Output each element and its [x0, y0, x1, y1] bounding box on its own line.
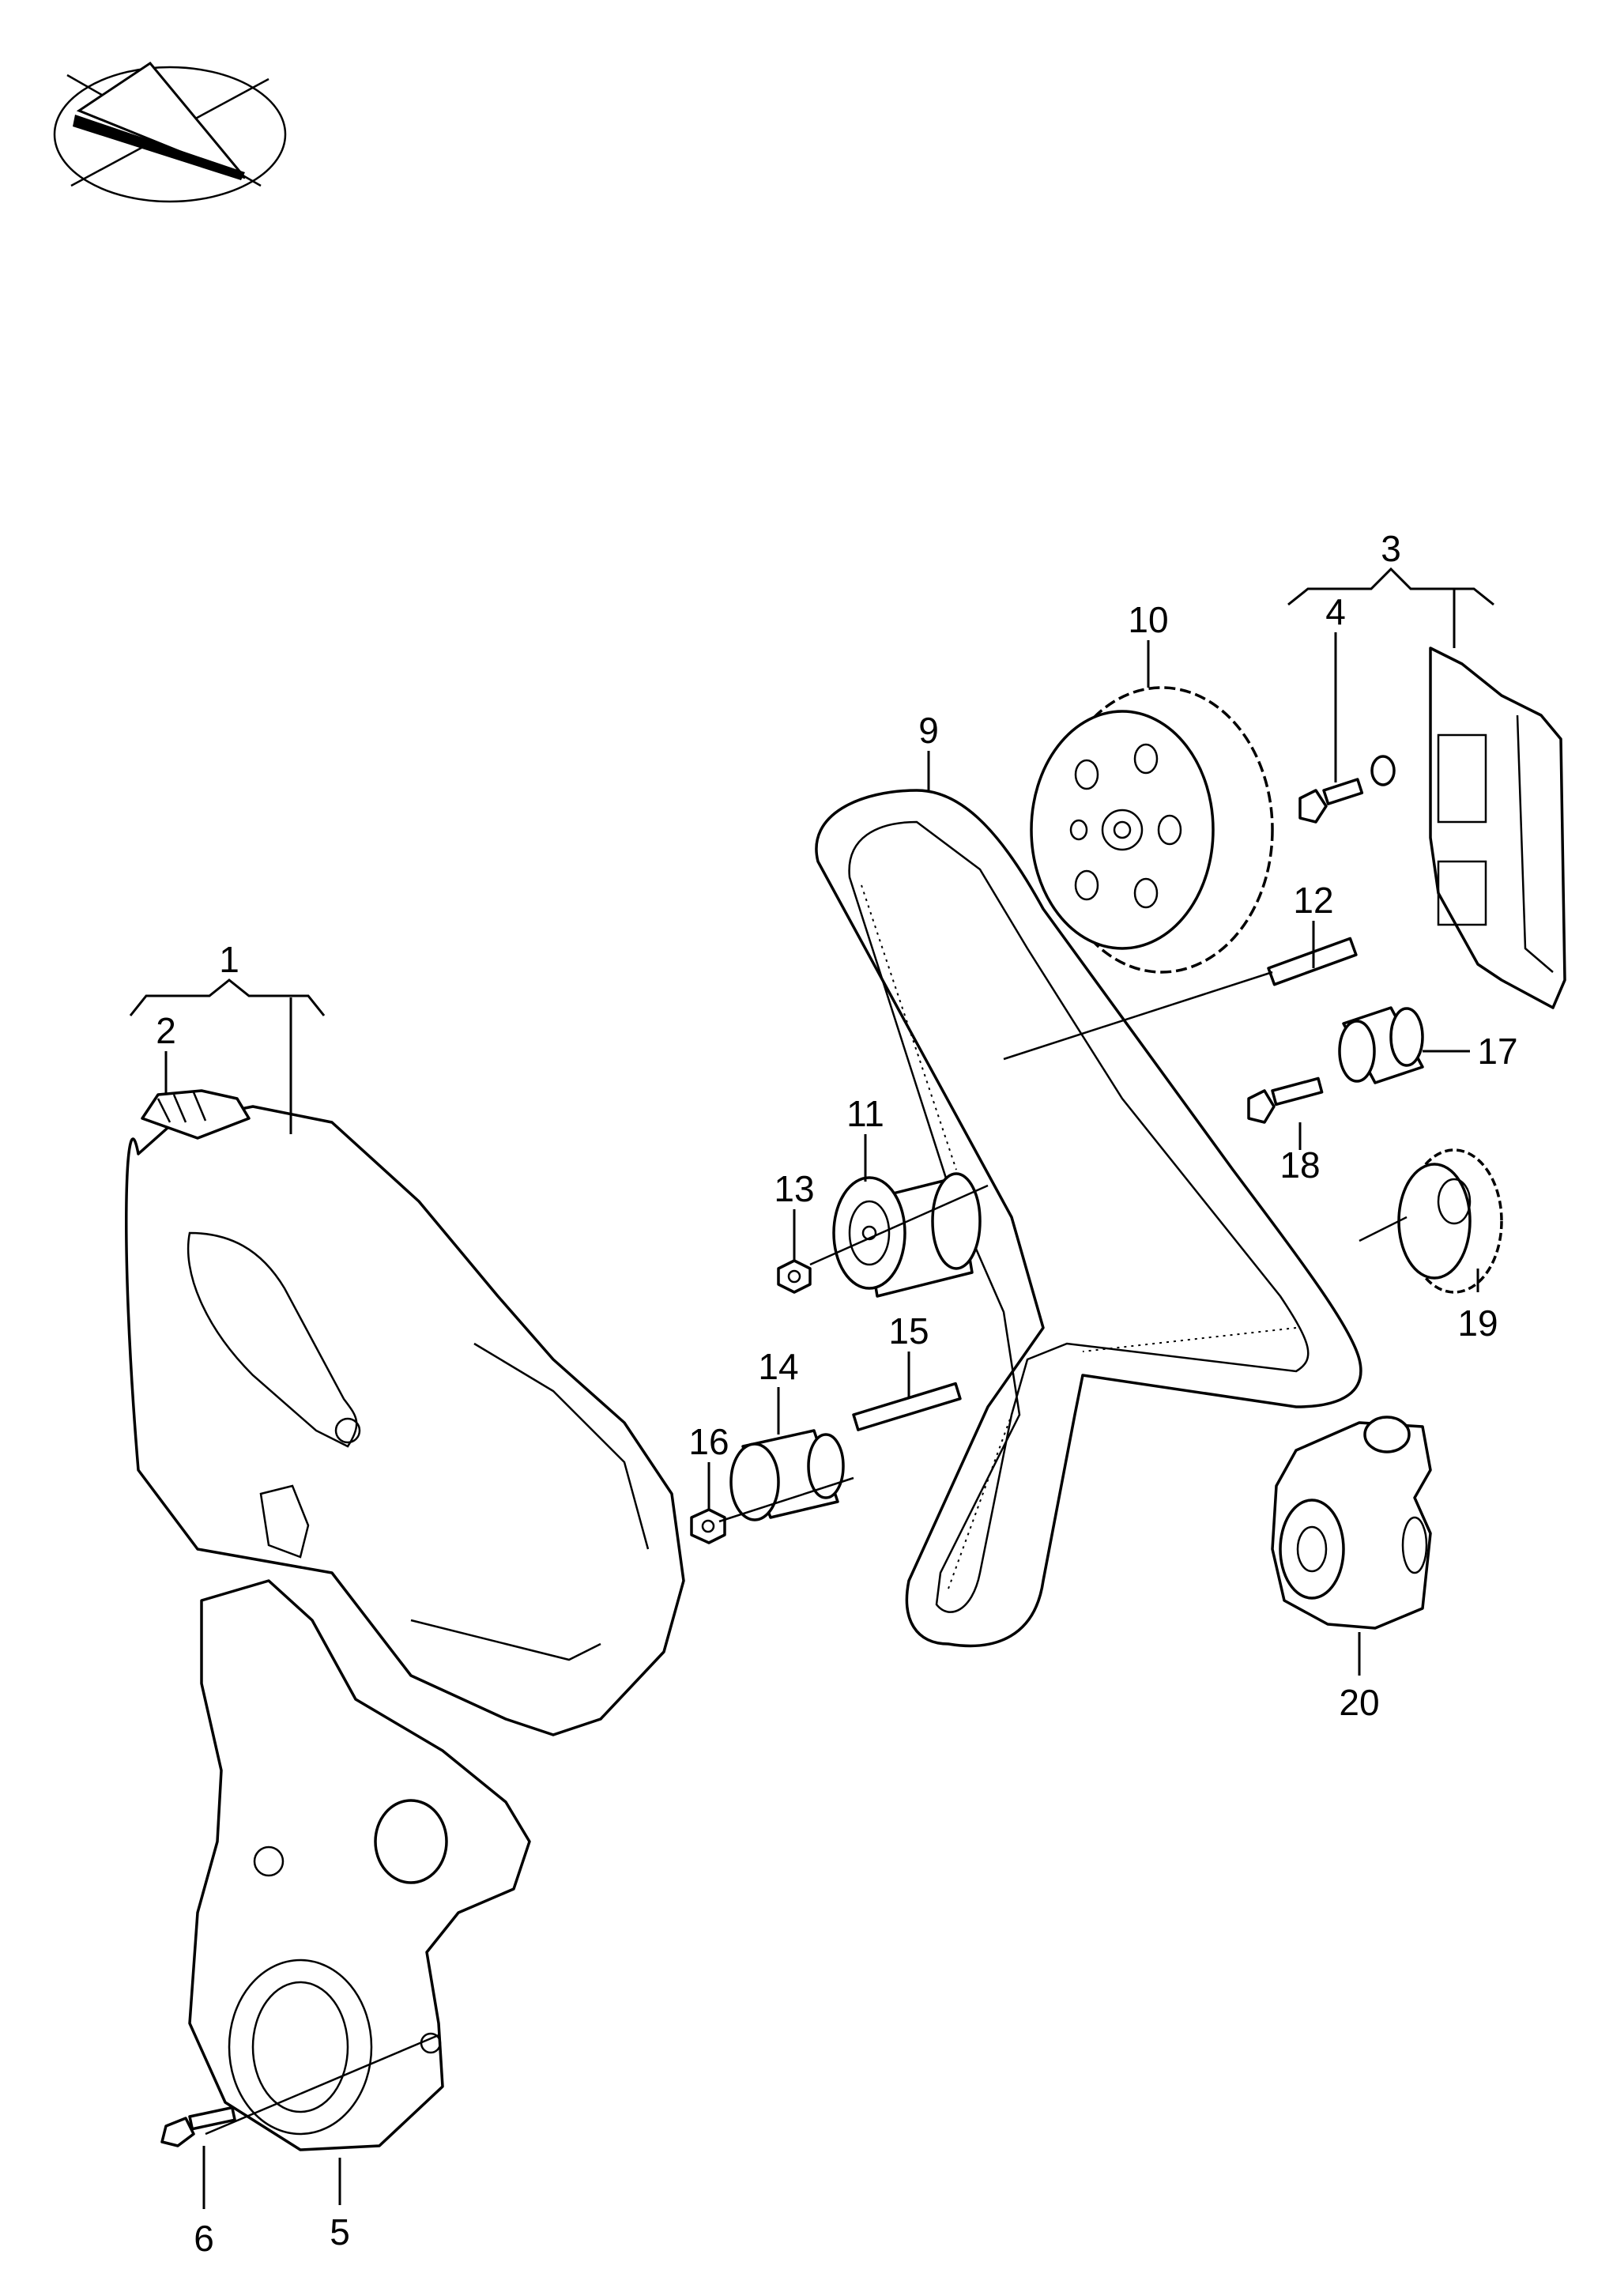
callout-11: 11	[846, 1093, 884, 1134]
crankshaft-sprocket	[1397, 1148, 1503, 1294]
tensioner-pulley	[832, 1172, 982, 1298]
callout-15: 15	[888, 1310, 929, 1352]
clip-part-2	[141, 1089, 251, 1140]
nut-part-16	[690, 1508, 726, 1544]
timing-belt	[815, 789, 1362, 1648]
callout-labels: 1 2 3 4 5 6 9 10 11 12 13 14 15 16 17 18…	[156, 528, 1517, 2259]
bolt-part-6	[160, 2106, 236, 2147]
callout-13: 13	[774, 1168, 814, 1209]
stud-part-15	[852, 1382, 962, 1431]
bolt-part-18	[1247, 1076, 1324, 1124]
callout-5: 5	[330, 2211, 350, 2253]
leader-lines	[129, 567, 1494, 2209]
camshaft-sprocket	[1030, 686, 1274, 974]
bolt-part-4	[1298, 755, 1396, 824]
orientation-arrow-icon	[53, 62, 287, 203]
rear-cover-part-3	[1429, 647, 1566, 1009]
callout-6: 6	[194, 2218, 214, 2259]
callout-18: 18	[1279, 1144, 1320, 1186]
callout-19: 19	[1457, 1303, 1498, 1344]
callout-10: 10	[1128, 599, 1168, 640]
stud-part-12	[1267, 937, 1358, 986]
callout-1: 1	[219, 939, 239, 980]
callout-12: 12	[1293, 880, 1333, 921]
callout-17: 17	[1477, 1031, 1517, 1072]
callout-16: 16	[688, 1421, 729, 1462]
callout-4: 4	[1325, 591, 1346, 632]
spacer-sleeve-part-17	[1338, 1006, 1424, 1084]
lower-timing-cover	[188, 1579, 531, 2151]
idler-roller	[729, 1429, 845, 1521]
callout-3: 3	[1381, 528, 1401, 569]
upper-timing-cover	[125, 1105, 685, 1736]
nut-part-13	[777, 1259, 812, 1294]
callout-20: 20	[1339, 1682, 1379, 1723]
water-pump	[1271, 1416, 1432, 1630]
callout-9: 9	[918, 710, 939, 751]
callout-2: 2	[156, 1010, 176, 1051]
callout-14: 14	[758, 1346, 798, 1387]
